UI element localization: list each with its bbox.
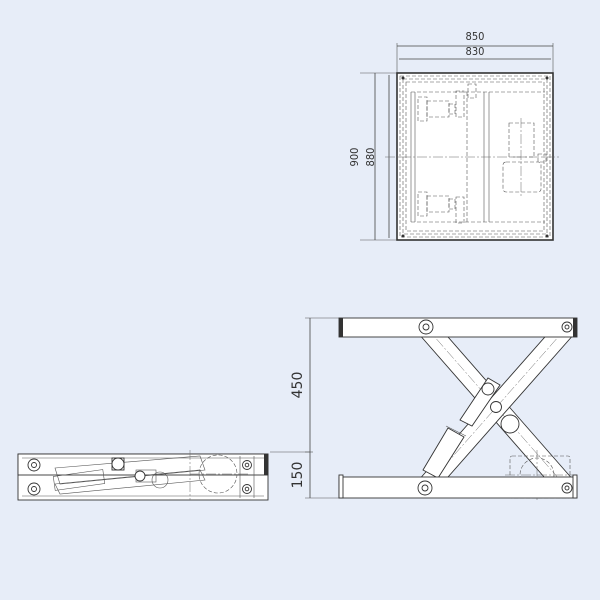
side-view-open: 450 150 <box>270 317 578 500</box>
power-unit <box>502 118 547 197</box>
side-view-closed <box>17 450 269 501</box>
dim-880-label: 880 <box>364 148 377 167</box>
top-view: 850 830 900 880 <box>348 30 560 241</box>
center-pin <box>481 382 495 396</box>
closed-roller-tl <box>27 458 41 472</box>
cylinder-bottom <box>417 191 465 224</box>
base-frame <box>338 476 578 499</box>
closed-roller-bl <box>27 482 41 496</box>
dimension-150: 150 <box>270 451 339 499</box>
dimension-830: 830 <box>399 45 551 60</box>
roller-top-left <box>418 319 434 335</box>
dimension-880: 880 <box>364 75 390 238</box>
roller-top-right <box>561 321 573 333</box>
dimension-900: 900 <box>348 72 397 241</box>
roller-bottom-right <box>561 482 573 494</box>
pivot-pin <box>490 401 502 413</box>
platform-outline <box>396 72 554 241</box>
dim-150-label: 150 <box>290 462 306 489</box>
frame-inner <box>399 75 551 238</box>
corner-bolts <box>401 76 549 238</box>
pivot-boss <box>500 414 520 434</box>
top-platform <box>338 317 578 338</box>
closed-center-pin <box>111 457 125 471</box>
closed-roller-br <box>242 484 252 494</box>
dim-450-label: 450 <box>290 372 306 399</box>
dimension-450: 450 <box>290 317 339 453</box>
closed-roller-tr <box>242 460 252 470</box>
cylinder-top <box>417 83 477 122</box>
dim-900-label: 900 <box>348 148 361 167</box>
closed-power-unit <box>198 454 238 494</box>
dim-850-label: 850 <box>466 30 485 43</box>
dimension-850: 850 <box>396 30 554 73</box>
roller-bottom-left <box>417 480 433 496</box>
dim-830-label: 830 <box>466 45 485 58</box>
